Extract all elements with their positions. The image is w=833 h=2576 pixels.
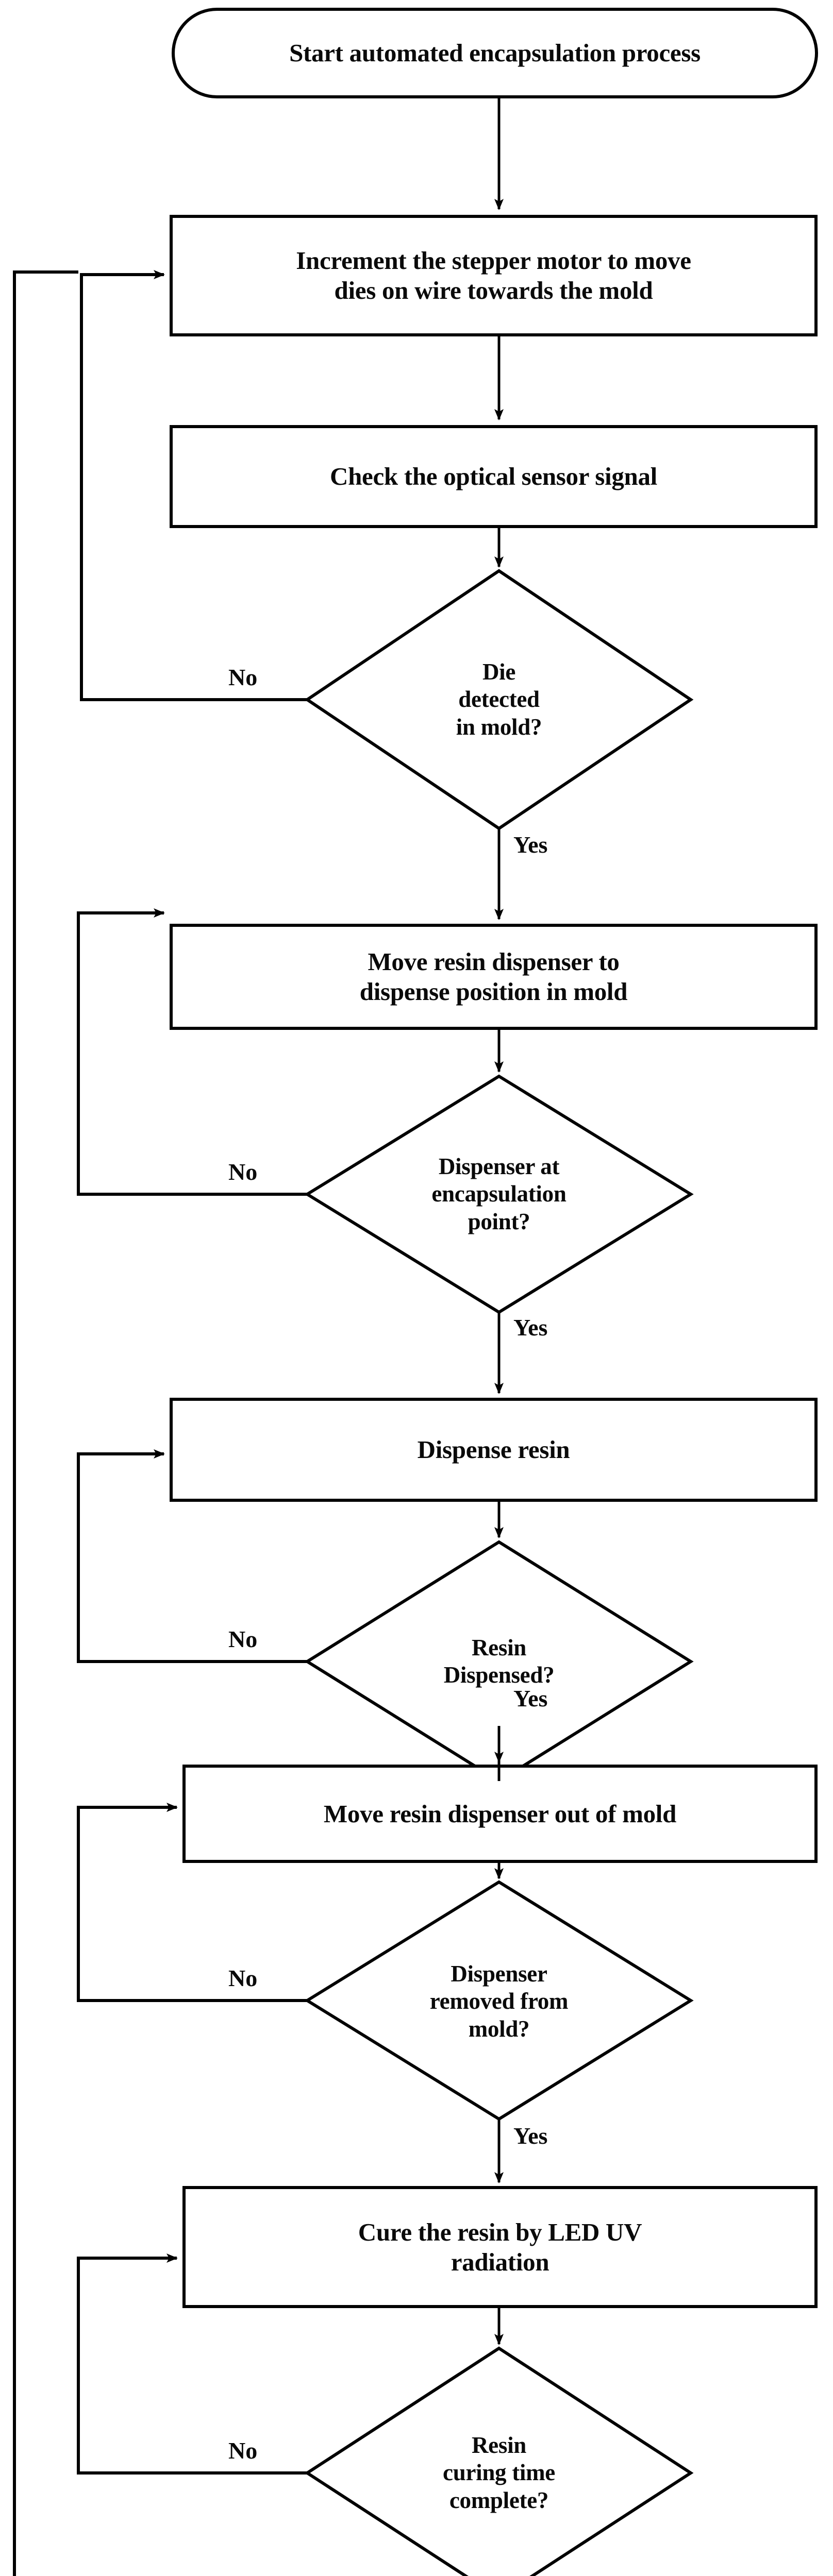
node-curing-complete-shape	[304, 2346, 694, 2576]
edge-outer-return-loop	[13, 270, 78, 2576]
edge-curing-complete-no-loop	[77, 2253, 307, 2475]
edge-dispenser-removed-no-loop	[77, 1803, 307, 2002]
node-cure-resin-shape	[182, 2186, 818, 2308]
node-dispenser-removed-shape	[304, 1880, 694, 2121]
node-die-detected-shape	[304, 569, 694, 831]
edge-label-die-detected-yes: Yes	[513, 832, 548, 858]
edge-dispenser-at-point-no-loop	[77, 908, 307, 1196]
edge-die-detected-no-loop	[80, 270, 307, 701]
edge-label-die-detected-no: No	[228, 664, 258, 690]
edge-label-dispenser-removed-no: No	[228, 1965, 258, 1991]
node-move-dispenser-out-shape	[182, 1765, 818, 1863]
edge-label-curing-complete-no: No	[228, 2437, 258, 2464]
edge-label-dispenser-removed-yes: Yes	[513, 2123, 548, 2149]
edge-label-dispenser-at-point-no: No	[228, 1159, 258, 1185]
node-increment-motor-shape	[170, 215, 818, 336]
node-dispenser-at-point-shape	[304, 1074, 694, 1314]
edge-label-resin-dispensed-yes: Yes	[513, 1685, 548, 1711]
node-dispense-resin-shape	[170, 1398, 818, 1502]
edge-label-dispenser-at-point-yes: Yes	[513, 1314, 548, 1341]
node-move-dispenser-in-shape	[170, 924, 818, 1030]
node-check-sensor-shape	[170, 425, 818, 528]
edge-label-resin-dispensed-no: No	[228, 1626, 258, 1652]
edge-resin-dispensed-no-loop	[77, 1449, 307, 1663]
node-start-shape	[172, 8, 818, 98]
